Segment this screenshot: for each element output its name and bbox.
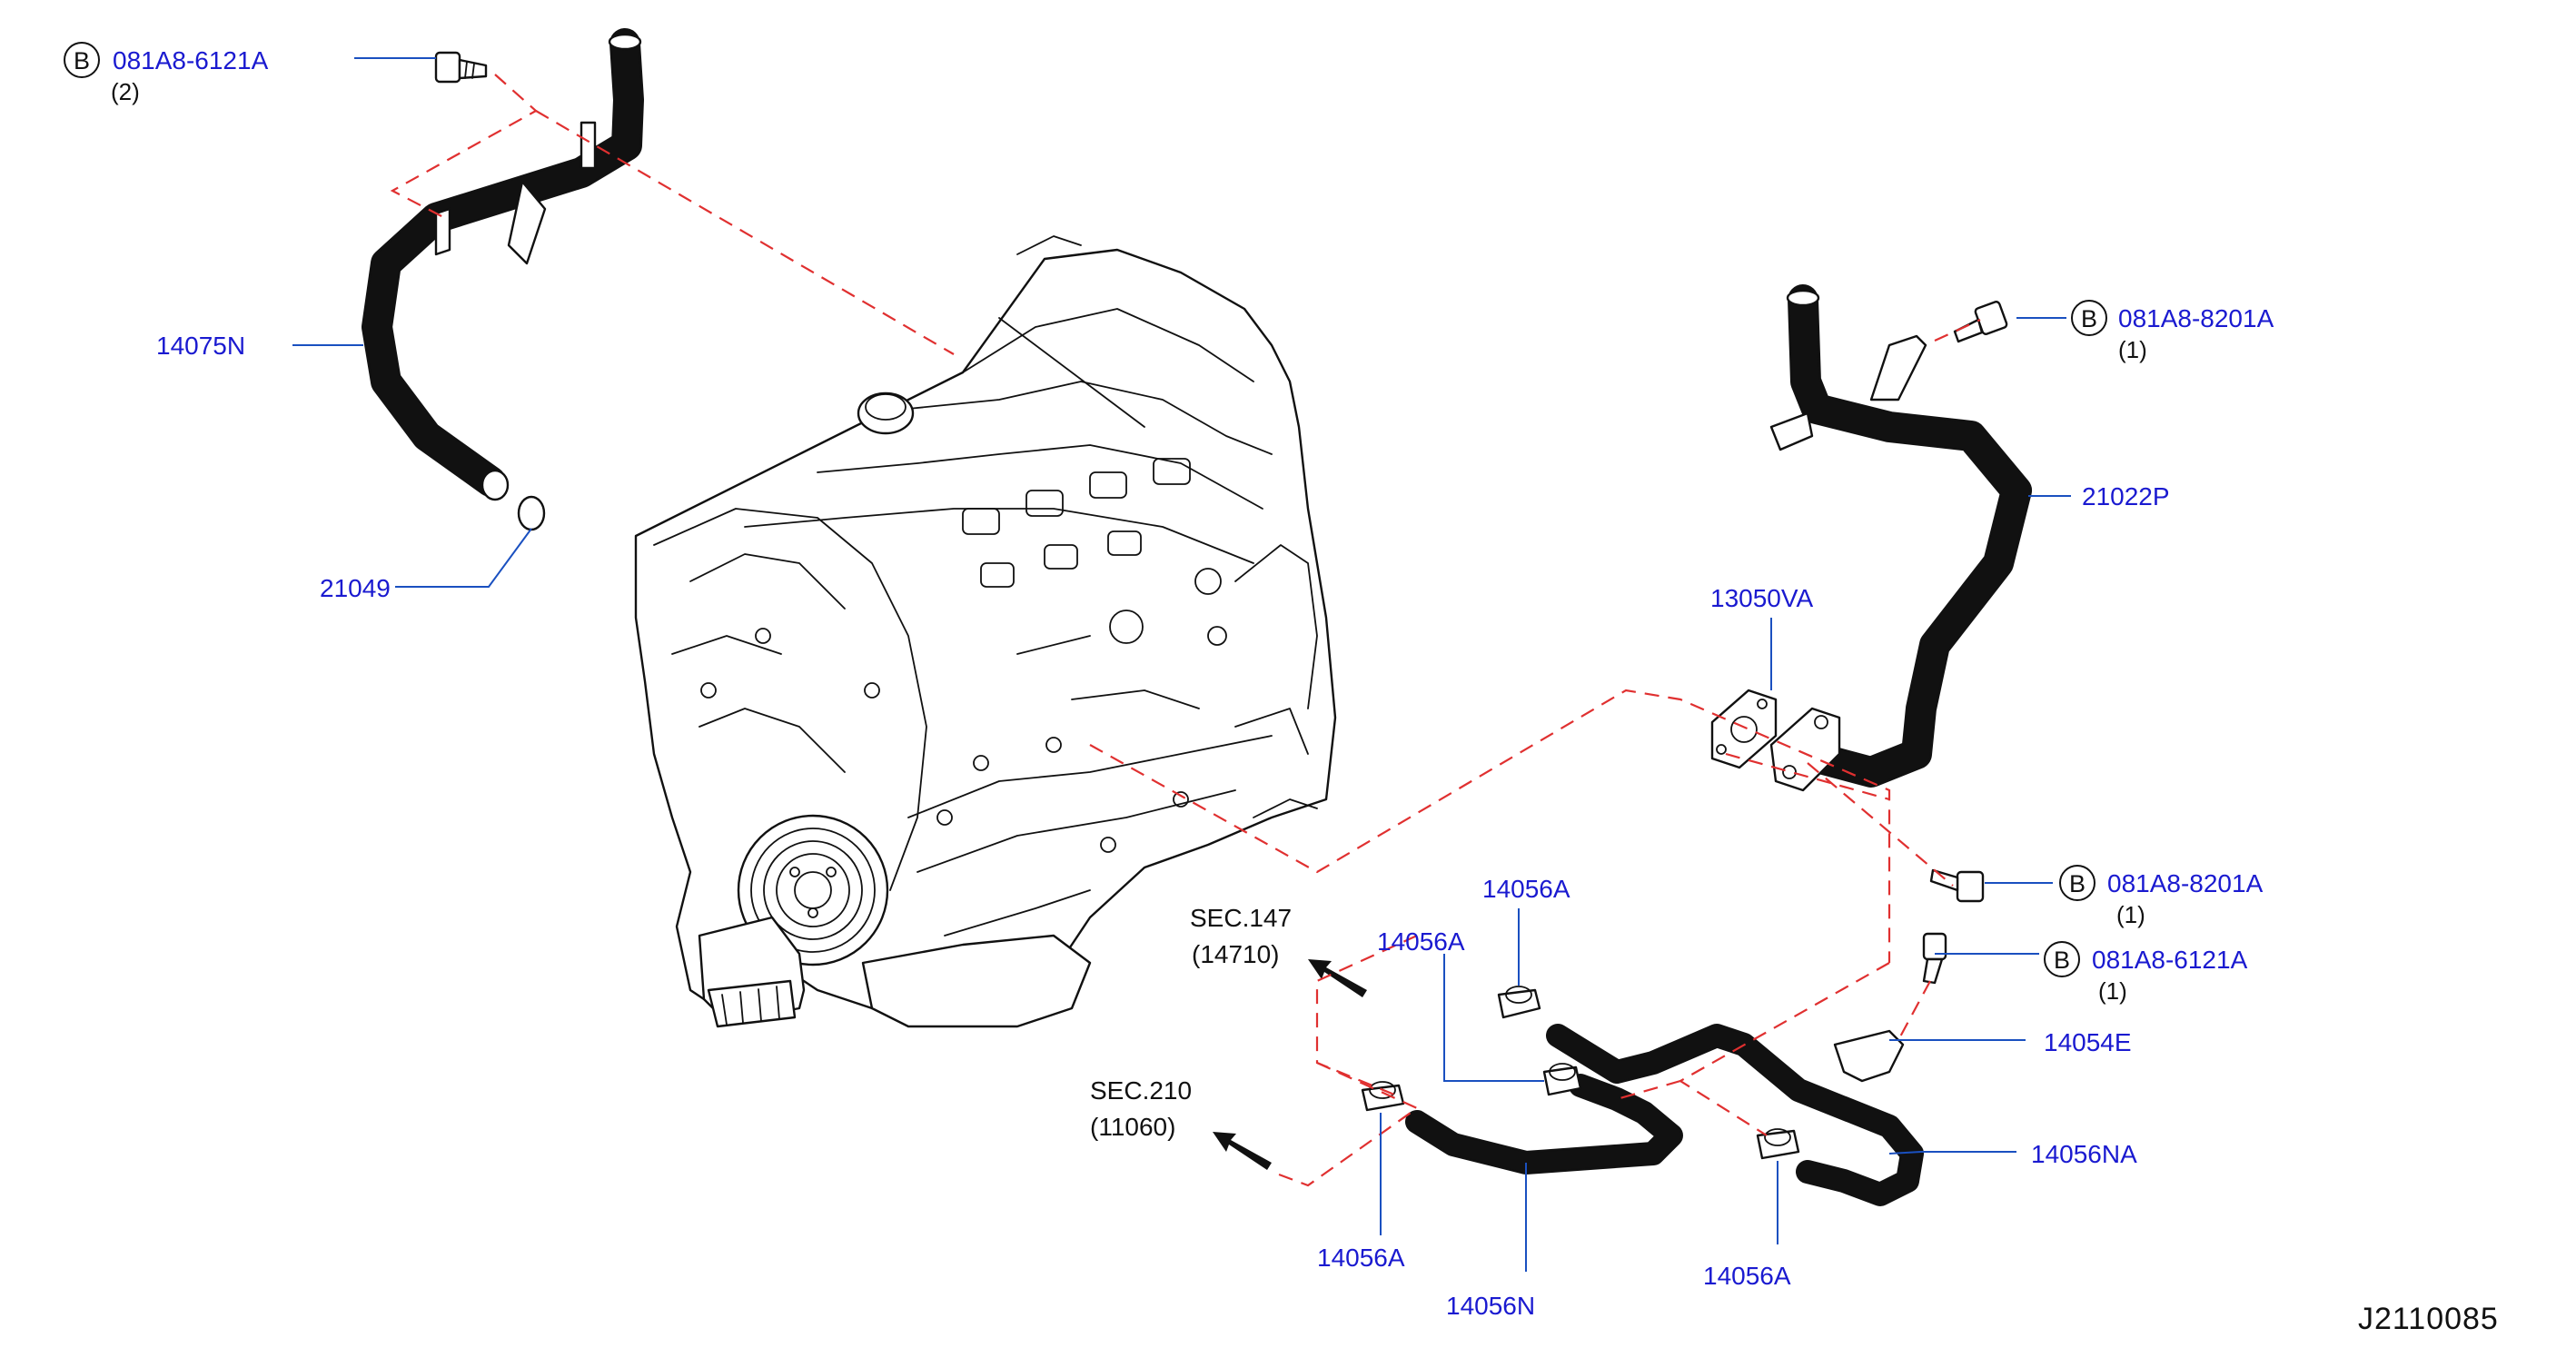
section-ref-147: SEC.147 (14710) xyxy=(1190,904,1292,968)
label-14075n: 14075N xyxy=(156,332,245,360)
label-21049: 21049 xyxy=(320,574,391,602)
oil-filter xyxy=(698,916,806,1028)
engine-assembly xyxy=(634,235,1337,1028)
callout-bolt-top-left: B 081A8-6121A (2) xyxy=(64,42,269,105)
part-label: 081A8-6121A xyxy=(113,46,269,74)
label-14056a-lower-right: 14056A xyxy=(1703,1262,1791,1290)
label-14056a-top: 14056A xyxy=(1482,875,1570,903)
label-14056n: 14056N xyxy=(1446,1292,1535,1320)
section-code: (11060) xyxy=(1090,1113,1175,1141)
section-ref-210: SEC.210 (11060) xyxy=(1090,1076,1192,1141)
bolt-mid-right xyxy=(1929,868,1985,903)
ref-b-marker-icon xyxy=(2044,941,2080,977)
bracket-14054e xyxy=(1833,1029,1905,1083)
clamp-lower-right xyxy=(1756,1128,1800,1160)
label-21022p: 21022P xyxy=(2082,482,2170,510)
gasket-13050va xyxy=(1710,689,1778,769)
qty-label: (2) xyxy=(111,78,140,105)
intake-ports xyxy=(962,458,1227,646)
label-14056na: 14056NA xyxy=(2031,1140,2137,1168)
dashed-connections xyxy=(390,74,1981,1187)
clamp-lower-left xyxy=(1361,1081,1405,1112)
label-14056a-lower-left: 14056A xyxy=(1317,1244,1405,1272)
arrow-sec147-icon xyxy=(1308,959,1367,997)
leader-lines xyxy=(292,57,2071,1272)
bolt-top-right xyxy=(1953,301,2008,343)
qty-label: (1) xyxy=(2118,336,2147,363)
arrow-sec210-icon xyxy=(1213,1132,1272,1170)
clamp-top xyxy=(1497,986,1541,1019)
tube-14075n xyxy=(362,28,644,501)
ref-b-marker-icon xyxy=(2071,300,2107,336)
ref-b-marker: B xyxy=(2054,947,2070,974)
callout-bolt-low-right: B 081A8-6121A (1) xyxy=(2044,941,2248,1005)
section-title: SEC.210 xyxy=(1090,1076,1192,1105)
ref-b-marker: B xyxy=(2081,305,2097,332)
qty-label: (1) xyxy=(2116,901,2145,928)
bolt-low-right xyxy=(1922,932,1947,985)
qty-label: (1) xyxy=(2098,977,2127,1005)
ref-b-marker: B xyxy=(2069,870,2086,897)
callout-bolt-mid-right: B 081A8-8201A (1) xyxy=(2059,865,2264,928)
hose-14056na xyxy=(1546,1024,1924,1206)
bolt-top-left xyxy=(434,51,488,84)
hose-14056n xyxy=(1405,1074,1683,1175)
callout-bolt-top-right: B 081A8-8201A (1) xyxy=(2071,300,2274,363)
label-13050va: 13050VA xyxy=(1710,584,1813,612)
clamp-upper-left xyxy=(1542,1063,1582,1096)
part-label: 081A8-8201A xyxy=(2107,869,2264,897)
part-label: 081A8-8201A xyxy=(2118,304,2274,332)
ref-b-marker-icon xyxy=(64,42,100,78)
oring-21049 xyxy=(517,495,546,531)
diagram-id: J2110085 xyxy=(2358,1302,2499,1336)
tube-21022p xyxy=(1769,284,2032,792)
label-14054e: 14054E xyxy=(2044,1028,2132,1056)
ref-b-marker: B xyxy=(74,47,90,74)
section-title: SEC.147 xyxy=(1190,904,1292,932)
part-label: 081A8-6121A xyxy=(2092,946,2248,974)
section-code: (14710) xyxy=(1192,940,1280,968)
label-14056a-upper-left: 14056A xyxy=(1377,927,1465,956)
ref-b-marker-icon xyxy=(2059,865,2095,901)
